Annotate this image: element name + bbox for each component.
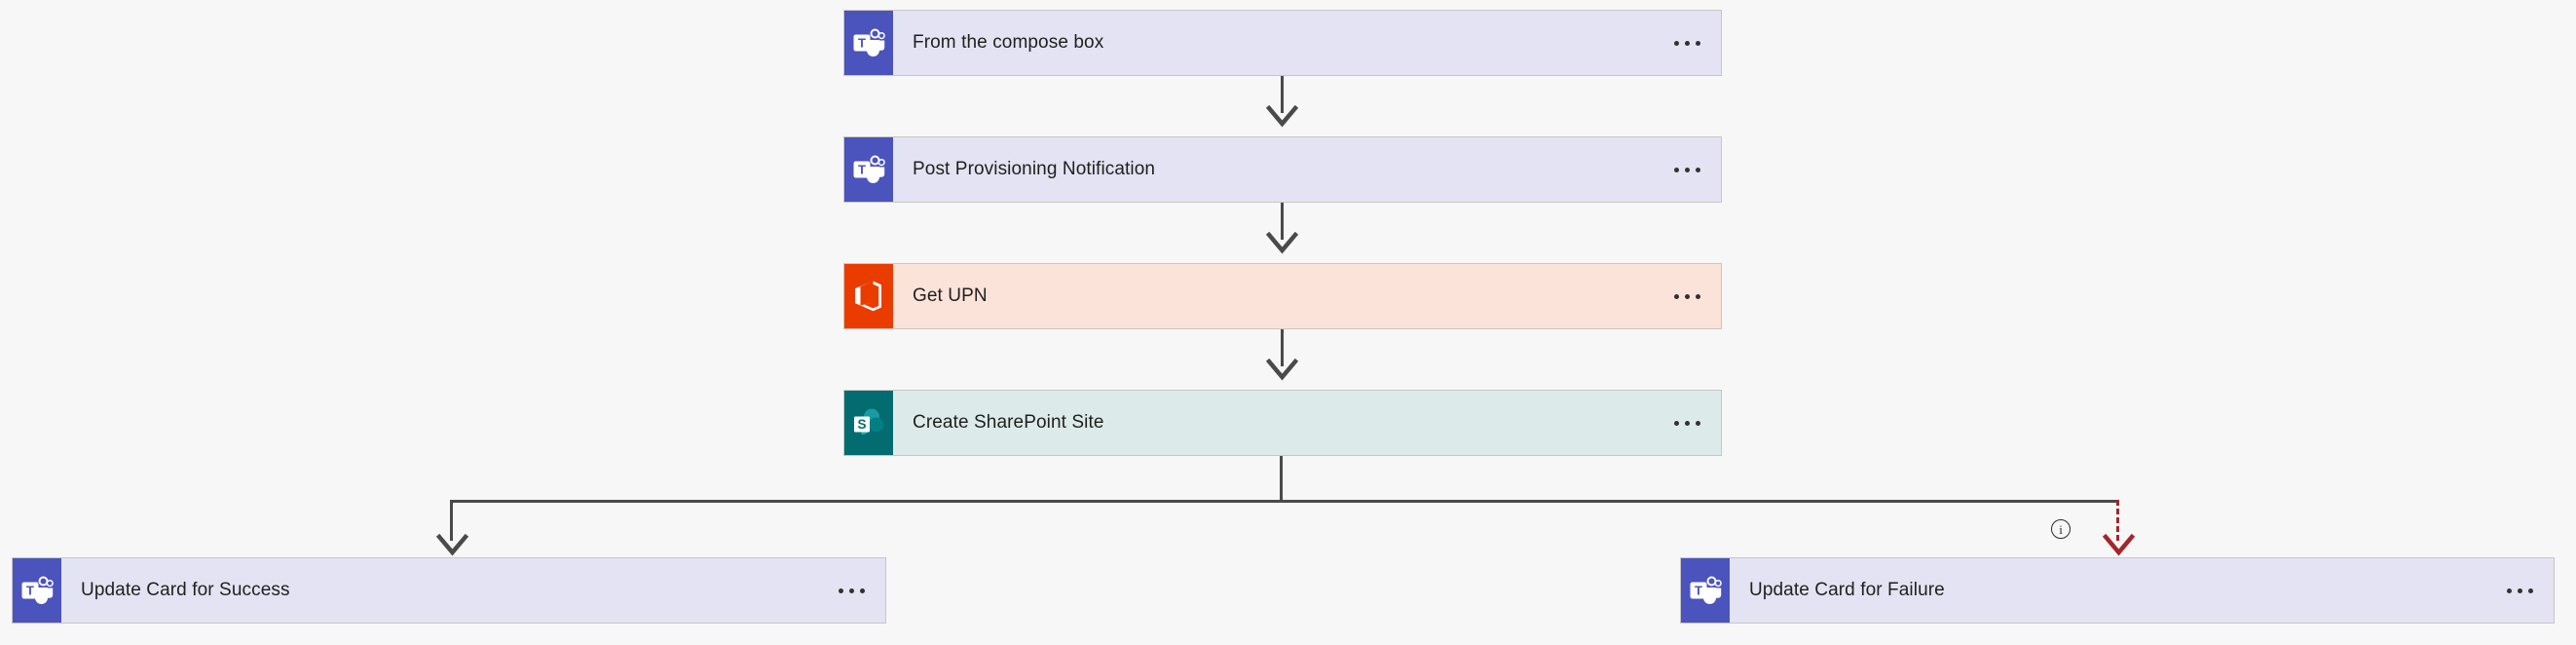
connector-branch-to-success xyxy=(450,500,453,541)
flow-node-title: Update Card for Success xyxy=(81,580,290,600)
ellipsis-dot xyxy=(1673,420,1679,426)
ellipsis-dot xyxy=(848,588,854,593)
flow-node-create-sharepoint-site[interactable]: S Create SharePoint Site xyxy=(843,390,1722,456)
ellipsis-dot xyxy=(859,588,865,593)
ellipsis-dot xyxy=(838,588,843,593)
ellipsis-dot xyxy=(1695,40,1700,46)
flow-node-overflow-menu-button[interactable] xyxy=(2485,558,2554,623)
flow-node-title: Update Card for Failure xyxy=(1749,580,1945,600)
ellipsis-dot xyxy=(1695,167,1700,172)
connector-branch-bus xyxy=(450,500,2119,503)
microsoft-teams-icon: T xyxy=(844,11,893,75)
ellipsis-dot xyxy=(1684,420,1690,426)
ellipsis-dot xyxy=(1673,40,1679,46)
sharepoint-icon: S xyxy=(844,391,893,455)
flow-node-title: Create SharePoint Site xyxy=(913,412,1104,433)
flow-node-overflow-menu-button[interactable] xyxy=(1653,137,1721,202)
flow-node-title: From the compose box xyxy=(913,32,1104,53)
ellipsis-dot xyxy=(1684,167,1690,172)
flow-node-trigger[interactable]: T From the compose box xyxy=(843,10,1722,76)
flow-node-overflow-menu-button[interactable] xyxy=(817,558,885,623)
connector-branch-to-failure xyxy=(2116,500,2119,541)
connector-getupn-to-sharepoint xyxy=(1281,329,1284,366)
flow-node-overflow-menu-button[interactable] xyxy=(1653,11,1721,75)
connector-post-to-getupn xyxy=(1281,203,1284,240)
ellipsis-dot xyxy=(1695,420,1700,426)
svg-text:T: T xyxy=(858,36,866,51)
microsoft-teams-icon: T xyxy=(844,137,893,202)
flow-node-get-upn[interactable]: Get UPN xyxy=(843,263,1722,329)
ellipsis-dot xyxy=(1673,293,1679,299)
svg-text:T: T xyxy=(26,584,34,598)
flow-node-overflow-menu-button[interactable] xyxy=(1653,264,1721,328)
ellipsis-dot xyxy=(1695,293,1700,299)
flow-node-update-card-success[interactable]: T Update Card for Success xyxy=(12,557,886,624)
flow-node-title: Post Provisioning Notification xyxy=(913,159,1156,179)
ellipsis-dot xyxy=(2506,588,2512,593)
info-icon[interactable]: i xyxy=(2051,519,2071,539)
flow-node-overflow-menu-button[interactable] xyxy=(1653,391,1721,455)
flow-node-post-notification[interactable]: T Post Provisioning Notification xyxy=(843,136,1722,203)
svg-text:S: S xyxy=(857,417,866,432)
svg-text:T: T xyxy=(1695,584,1702,598)
ellipsis-dot xyxy=(1684,40,1690,46)
flow-node-update-card-failure[interactable]: T Update Card for Failure xyxy=(1680,557,2555,624)
svg-text:T: T xyxy=(858,163,866,177)
ellipsis-dot xyxy=(1673,167,1679,172)
flow-node-title: Get UPN xyxy=(913,285,988,306)
microsoft-teams-icon: T xyxy=(1681,558,1730,623)
connector-trigger-to-post xyxy=(1281,76,1284,113)
office-365-icon xyxy=(844,264,893,328)
microsoft-teams-icon: T xyxy=(13,558,61,623)
ellipsis-dot xyxy=(2527,588,2533,593)
ellipsis-dot xyxy=(2517,588,2522,593)
connector-sharepoint-to-branch xyxy=(1280,456,1283,503)
ellipsis-dot xyxy=(1684,293,1690,299)
